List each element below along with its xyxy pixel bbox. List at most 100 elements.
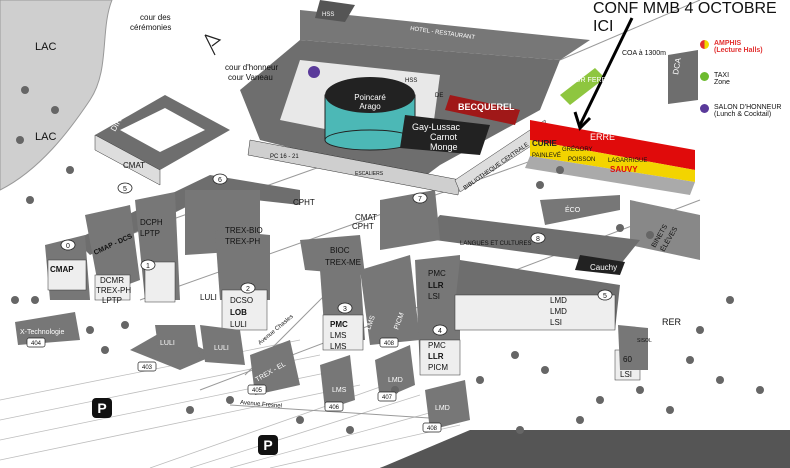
badge-405: 405 — [252, 388, 263, 394]
dca-block — [668, 50, 698, 104]
num-5b: 5 — [603, 293, 607, 300]
badge-403: 403 — [142, 365, 153, 371]
trex-bio-label: TREX-BIO — [225, 226, 263, 235]
cour-honneur-l2: cour Vaneau — [228, 73, 273, 82]
split-circle-icon — [700, 40, 709, 49]
cmat-mid: CMAT — [355, 213, 377, 222]
badge-409: 408 — [384, 341, 395, 347]
num-4: 4 — [438, 328, 442, 335]
lmd-small3-label: LMD — [435, 405, 450, 412]
legend-salon-label: SALON D'HONNEUR — [714, 104, 782, 111]
eco-label: ÉCO — [565, 205, 581, 214]
num-1: 1 — [146, 263, 150, 270]
dcso-label: DCSO — [230, 296, 253, 305]
lsi2-label: LSI — [550, 318, 562, 327]
legend-salon: SALON D'HONNEUR (Lunch & Cocktail) — [700, 104, 790, 118]
rer-label: RER — [662, 317, 682, 327]
lms-label: LMS — [365, 314, 377, 330]
picm2-label: PICM — [428, 363, 448, 372]
poincare-l1: Poincaré — [354, 93, 386, 102]
binets-building — [630, 200, 700, 260]
direction-building — [94, 95, 230, 186]
cmat-top: CMAT — [123, 161, 145, 170]
langues-block — [420, 215, 640, 265]
legend-amphis-sub: (Lecture Halls) — [714, 47, 763, 54]
pc16-label: PC 16 - 21 — [270, 154, 299, 160]
amphis-gray — [525, 156, 695, 195]
dca-label: DCA — [671, 56, 683, 75]
lac-label: LAC — [35, 41, 56, 53]
pmc3-label: PMC — [428, 341, 446, 350]
cour-ferrie-label: COUR FERRIE — [565, 77, 614, 84]
poisson-label: POISSON — [568, 157, 595, 163]
green-dot-icon — [700, 72, 709, 81]
legend-taxi-sub: Zone — [714, 79, 730, 86]
building-numbers — [60, 173, 613, 336]
poincare-l2: Arago — [359, 102, 381, 111]
cpht-mid: CPHT — [352, 222, 374, 231]
de-label: DE — [435, 93, 443, 99]
parking-icon-2[interactable] — [258, 435, 278, 455]
conference-ici: ICI — [593, 18, 614, 35]
small-buildings — [15, 312, 648, 430]
poincare-dome — [324, 77, 416, 151]
badge-407: 407 — [382, 395, 393, 401]
lagarrigue-label: LAGARRIGUE — [608, 158, 647, 164]
cauchy-label: Cauchy — [590, 263, 617, 272]
flag-icon — [204, 34, 222, 56]
langues-label: LANGUES ET CULTURES — [460, 241, 531, 247]
luli3-label: LULI — [160, 340, 175, 347]
cmap-label: CMAP — [50, 265, 74, 274]
lms-small-label: LMS — [332, 387, 347, 394]
lptp2-label: LPTP — [102, 296, 122, 305]
bottom-dark-building — [380, 430, 790, 468]
lake — [0, 0, 113, 191]
becquerel-block — [445, 95, 520, 125]
legend-salon-sub: (Lunch & Cocktail) — [714, 111, 772, 118]
becquerel-label: BECQUEREL — [458, 102, 515, 112]
lmd-label: LMD — [550, 296, 567, 305]
coa-label: COA à 1300m — [622, 50, 666, 57]
salon-honneur-marker[interactable] — [308, 66, 320, 78]
painleve-label: PAINLEVÉ — [532, 152, 561, 159]
legend-amphis: AMPHIS (Lecture Halls) — [700, 40, 790, 54]
xtech-label: X-Technologie — [20, 329, 64, 336]
number-labels: 0 1 2 3 4 5 5 6 7 8 — [66, 177, 607, 335]
cour-honneur-l1: cour d'honneur — [225, 63, 278, 72]
badges — [26, 337, 442, 433]
num-3: 3 — [343, 306, 347, 313]
eco-building — [540, 195, 620, 225]
num-2: 2 — [246, 286, 250, 293]
legend: AMPHIS (Lecture Halls) TAXI Zone SALON D… — [700, 40, 790, 136]
conference-arrow — [578, 17, 634, 126]
six-label: 60 — [623, 355, 632, 364]
luli4-label: LULI — [230, 320, 247, 329]
parking-icon[interactable] — [92, 398, 112, 418]
badge-404: 404 — [31, 341, 42, 347]
luli-label: LULI — [200, 293, 217, 302]
hss-top: HSS — [322, 12, 334, 18]
gregory-label: GRÉGORY — [562, 146, 593, 153]
legend-amphis-label: AMPHIS — [714, 40, 742, 47]
lac-label-2: LAC — [35, 131, 56, 143]
llr2-label: LLR — [428, 352, 444, 361]
purple-dot-icon — [700, 104, 709, 113]
conference-title: CONF MMB 4 OCTOBRE — [593, 0, 777, 17]
sauvy-label: SAUVY — [610, 165, 638, 174]
legend-taxi-label: TAXI — [714, 72, 730, 79]
lms2-label: LMS — [330, 331, 346, 340]
lsi-label: LSI — [428, 292, 440, 301]
cour-ceremonies-l2: cérémonies — [130, 23, 171, 32]
escaliers-label: ESCALIERS — [355, 171, 384, 177]
gay-lussac-l1: Gay-Lussac — [412, 122, 461, 132]
lptp-label: LPTP — [140, 229, 160, 238]
hss-label: HSS — [405, 78, 417, 84]
bioc-label: BIOC — [330, 246, 350, 255]
lmd-small-label: LMD — [388, 377, 403, 384]
pmc2-label: PMC — [330, 320, 348, 329]
cauchy-block — [575, 255, 625, 275]
gay-lussac-l3: Monge — [430, 142, 458, 152]
num-7: 7 — [418, 196, 422, 203]
cpht-top: CPHT — [293, 198, 315, 207]
